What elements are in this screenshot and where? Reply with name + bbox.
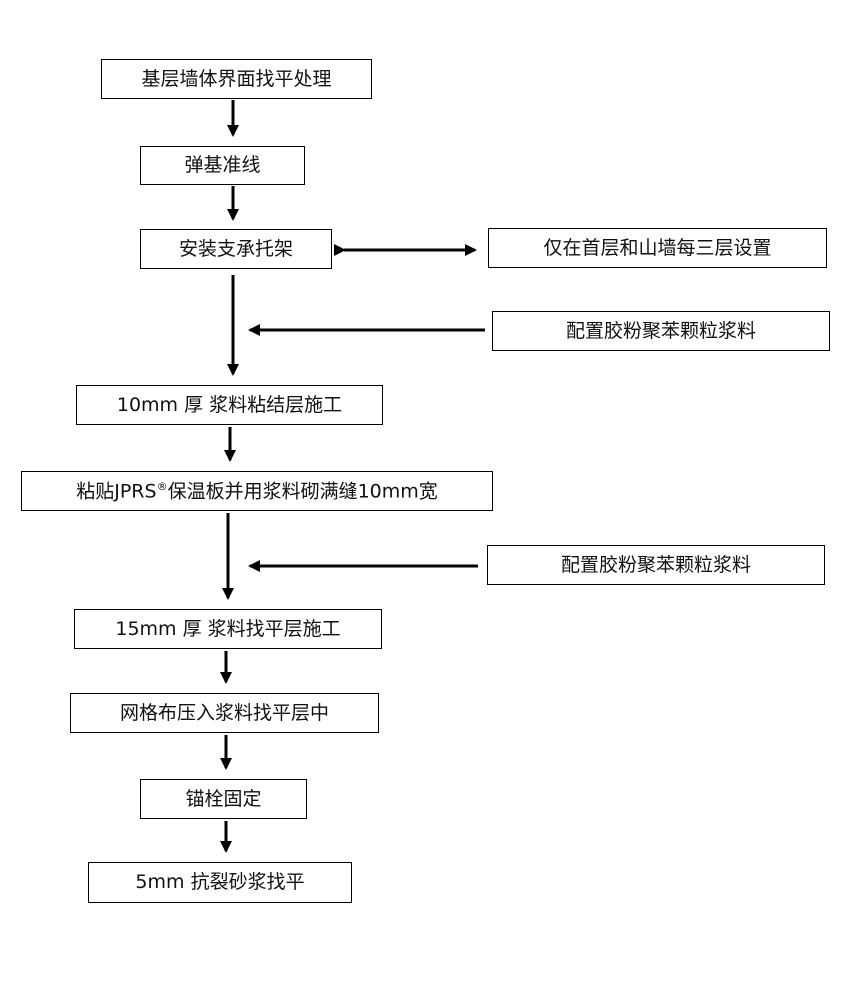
- step-label: 基层墙体界面找平处理: [141, 67, 332, 90]
- step-label: 粘贴JPRS®保温板并用浆料砌满缝10mm宽: [76, 481, 438, 501]
- step-anchor-fixing: 锚栓固定: [140, 779, 307, 819]
- step-label-suffix: 保温板并用浆料砌满缝10mm宽: [167, 480, 438, 503]
- step-label: 弹基准线: [184, 154, 261, 176]
- step-bonding-layer: 10mm 厚 浆料粘结层施工: [76, 385, 383, 425]
- step-paste-insulation-board: 粘贴JPRS®保温板并用浆料砌满缝10mm宽: [21, 471, 493, 511]
- step-label-prefix: 粘贴JPRS: [76, 480, 157, 503]
- step-label: 5mm 抗裂砂浆找平: [135, 871, 305, 893]
- registered-mark: ®: [156, 479, 168, 493]
- note-prepare-slurry-2: 配置胶粉聚苯颗粒浆料: [487, 545, 825, 585]
- step-anti-crack-mortar: 5mm 抗裂砂浆找平: [88, 862, 352, 903]
- note-label: 仅在首层和山墙每三层设置: [543, 236, 772, 259]
- step-label: 安装支承托架: [178, 237, 293, 260]
- step-label: 10mm 厚 浆料粘结层施工: [116, 393, 343, 416]
- step-install-support-bracket: 安装支承托架: [140, 229, 332, 269]
- step-label: 15mm 厚 浆料找平层施工: [115, 617, 341, 640]
- step-leveling-layer: 15mm 厚 浆料找平层施工: [74, 609, 382, 649]
- step-label: 锚栓固定: [185, 787, 262, 810]
- step-datum-lines: 弹基准线: [140, 146, 305, 185]
- step-wall-base-leveling: 基层墙体界面找平处理: [101, 59, 372, 99]
- note-prepare-slurry-1: 配置胶粉聚苯颗粒浆料: [492, 311, 830, 351]
- note-first-floor-gable: 仅在首层和山墙每三层设置: [488, 228, 827, 268]
- step-label: 网格布压入浆料找平层中: [119, 701, 329, 724]
- note-label: 配置胶粉聚苯颗粒浆料: [565, 319, 756, 342]
- note-label: 配置胶粉聚苯颗粒浆料: [560, 553, 751, 576]
- step-mesh-embedding: 网格布压入浆料找平层中: [70, 693, 379, 733]
